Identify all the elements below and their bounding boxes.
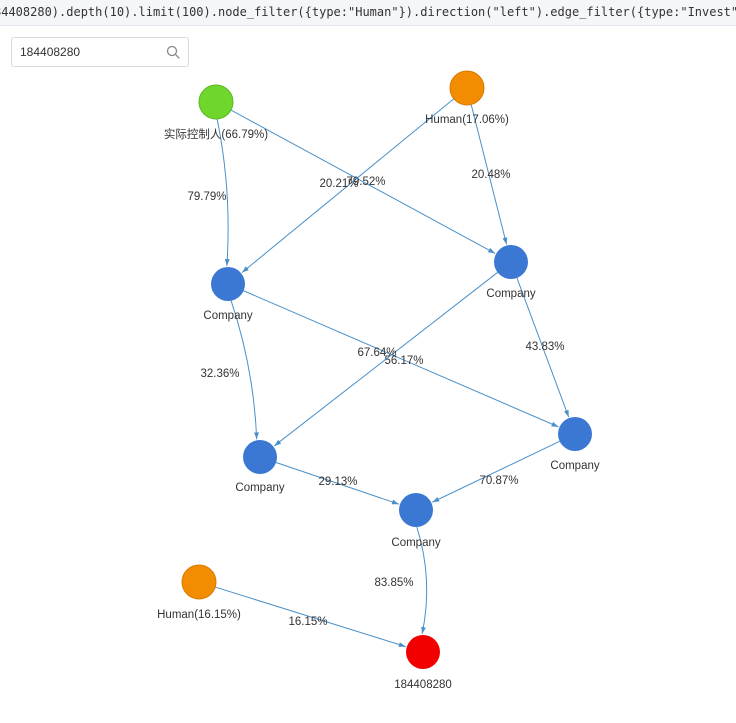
edge-c4-c5[interactable] xyxy=(432,440,560,503)
node-c3[interactable]: Company xyxy=(235,440,285,494)
edge-human2-target[interactable] xyxy=(215,586,406,648)
search-box[interactable] xyxy=(11,37,189,67)
node-circle-human2[interactable] xyxy=(181,564,217,600)
edge-human1-c1[interactable] xyxy=(470,104,508,245)
edge-label-c5-target: 83.85% xyxy=(374,577,413,589)
edge-label-c2-c3: 32.36% xyxy=(200,368,239,380)
node-label-controller: 实际控制人(66.79%) xyxy=(164,127,268,141)
edge-label-c1-c4: 43.83% xyxy=(525,341,564,353)
edge-label-human2-target: 16.15% xyxy=(288,616,327,628)
node-circle-human1[interactable] xyxy=(449,70,485,106)
edge-label-c1-c3: 67.64% xyxy=(357,347,396,359)
edge-c2-c3[interactable] xyxy=(230,300,259,440)
edge-label-c4-c5: 70.87% xyxy=(479,475,518,487)
edge-controller-c2[interactable] xyxy=(216,118,230,267)
node-circle-c2[interactable] xyxy=(211,267,245,301)
edge-c2-c4[interactable] xyxy=(243,290,559,428)
query-bar: 84408280).depth(10).limit(100).node_filt… xyxy=(0,0,736,26)
edge-label-c2-c4: 56.17% xyxy=(384,355,423,367)
node-label-c2: Company xyxy=(203,310,252,322)
node-target[interactable]: 184408280 xyxy=(394,635,452,691)
node-c4[interactable]: Company xyxy=(550,417,600,472)
node-circle-c3[interactable] xyxy=(243,440,277,474)
node-label-target: 184408280 xyxy=(394,679,452,691)
node-label-c5: Company xyxy=(391,537,440,549)
search-input[interactable] xyxy=(12,38,162,66)
edge-label-human1-c2: 20.21% xyxy=(319,178,358,190)
node-circle-c1[interactable] xyxy=(494,245,528,279)
edge-c3-c5[interactable] xyxy=(275,461,400,505)
edge-label-c3-c5: 29.13% xyxy=(318,476,357,488)
edges-layer: 79.79%79.52%20.21%20.48%32.36%56.17%67.6… xyxy=(187,98,570,648)
node-label-c1: Company xyxy=(486,288,535,300)
edge-c5-target[interactable] xyxy=(416,526,428,635)
edge-label-human1-c1: 20.48% xyxy=(471,169,510,181)
node-label-human2: Human(16.15%) xyxy=(157,609,241,621)
node-circle-controller[interactable] xyxy=(198,84,234,120)
edge-c1-c4[interactable] xyxy=(516,277,570,418)
edge-c1-c3[interactable] xyxy=(273,272,498,447)
node-controller[interactable]: 实际控制人(66.79%) xyxy=(164,84,268,141)
nodes-layer: 实际控制人(66.79%)Human(17.06%)CompanyCompany… xyxy=(157,70,600,691)
node-human2[interactable]: Human(16.15%) xyxy=(157,564,241,621)
node-circle-target[interactable] xyxy=(406,635,440,669)
edge-label-controller-c2: 79.79% xyxy=(187,191,226,203)
node-circle-c4[interactable] xyxy=(558,417,592,451)
node-circle-c5[interactable] xyxy=(399,493,433,527)
node-c2[interactable]: Company xyxy=(203,267,253,322)
node-c1[interactable]: Company xyxy=(486,245,536,300)
node-label-human1: Human(17.06%) xyxy=(425,114,509,126)
node-label-c3: Company xyxy=(235,482,284,494)
node-c5[interactable]: Company xyxy=(391,493,441,549)
query-text: 84408280).depth(10).limit(100).node_filt… xyxy=(0,5,736,19)
node-label-c4: Company xyxy=(550,460,599,472)
node-human1[interactable]: Human(17.06%) xyxy=(425,70,509,126)
search-icon[interactable] xyxy=(166,45,180,59)
edge-controller-c1[interactable] xyxy=(230,109,496,254)
edge-human1-c2[interactable] xyxy=(241,98,455,273)
